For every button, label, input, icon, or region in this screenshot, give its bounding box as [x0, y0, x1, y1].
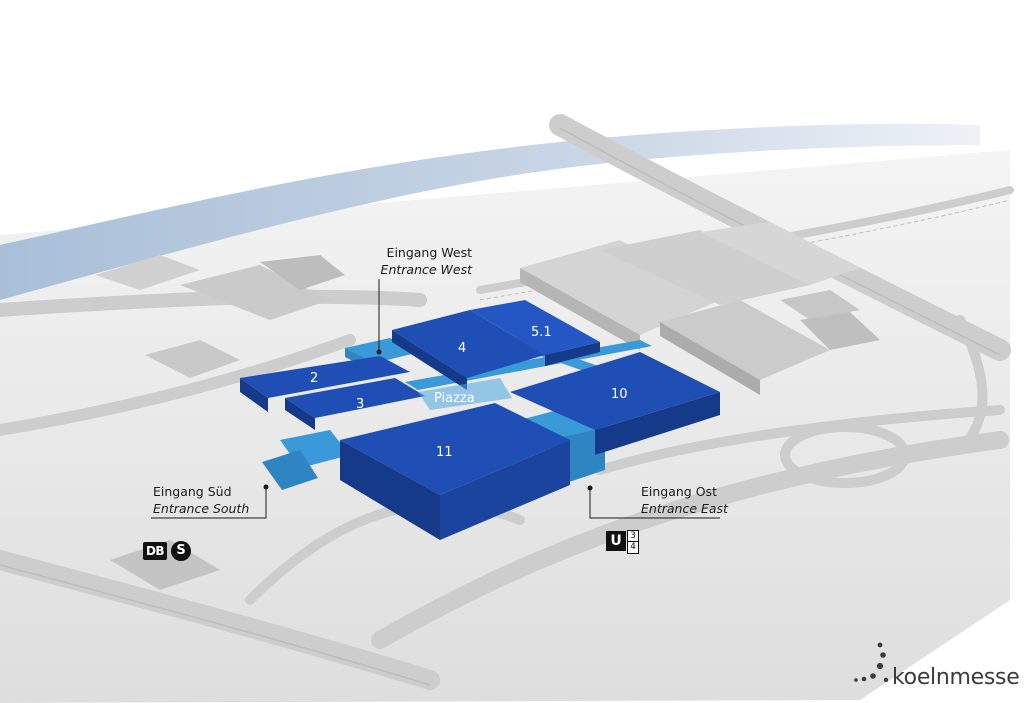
hall-label-2: 2 [310, 371, 318, 386]
ubahn-lines: 3 4 [627, 530, 639, 554]
hall-label-4: 4 [458, 341, 466, 356]
koelnmesse-wordmark: koelnmesse [892, 665, 1020, 690]
koelnmesse-logo: koelnmesse [850, 640, 1020, 690]
callout-lines [151, 279, 720, 519]
hall-label-5-1: 5.1 [531, 325, 552, 340]
db-badge: DB [143, 542, 167, 560]
hall-5-1[interactable] [470, 300, 600, 366]
sbahn-badge: S [171, 541, 191, 561]
ubahn-badge: U [606, 531, 626, 551]
hall-label-3: 3 [356, 397, 364, 412]
callout-dots [263, 349, 593, 491]
entrance-south-en: Entrance South [153, 501, 250, 516]
ubahn-line-3: 3 [628, 531, 638, 542]
entrance-east-building [520, 408, 605, 440]
entrance-south-de: Eingang Süd [153, 484, 232, 499]
hall-label-10: 10 [611, 387, 628, 402]
entrance-south-callout: Eingang Süd Entrance South [153, 483, 273, 517]
hall-11[interactable] [340, 403, 570, 540]
entrance-east-en: Entrance East [641, 501, 728, 516]
ubahn-line-4: 4 [630, 542, 636, 552]
background-buildings [95, 222, 880, 590]
piazza-area [418, 378, 512, 410]
entrance-east-de: Eingang Ost [641, 484, 717, 499]
hall-4[interactable] [392, 310, 545, 390]
entrance-west-en: Entrance West [380, 262, 472, 277]
koelnmesse-logo-mark [854, 642, 889, 683]
piazza-label: Piazza [434, 391, 475, 406]
hall-2[interactable] [240, 356, 410, 412]
entrance-west-de: Eingang West [386, 245, 472, 260]
river [0, 123, 980, 300]
hall-3[interactable] [285, 378, 425, 430]
entrance-west-callout: Eingang West Entrance West [378, 244, 472, 278]
entrance-east-callout: Eingang Ost Entrance East [641, 483, 741, 517]
hall-10[interactable] [510, 352, 720, 455]
hall-label-11: 11 [436, 445, 453, 460]
